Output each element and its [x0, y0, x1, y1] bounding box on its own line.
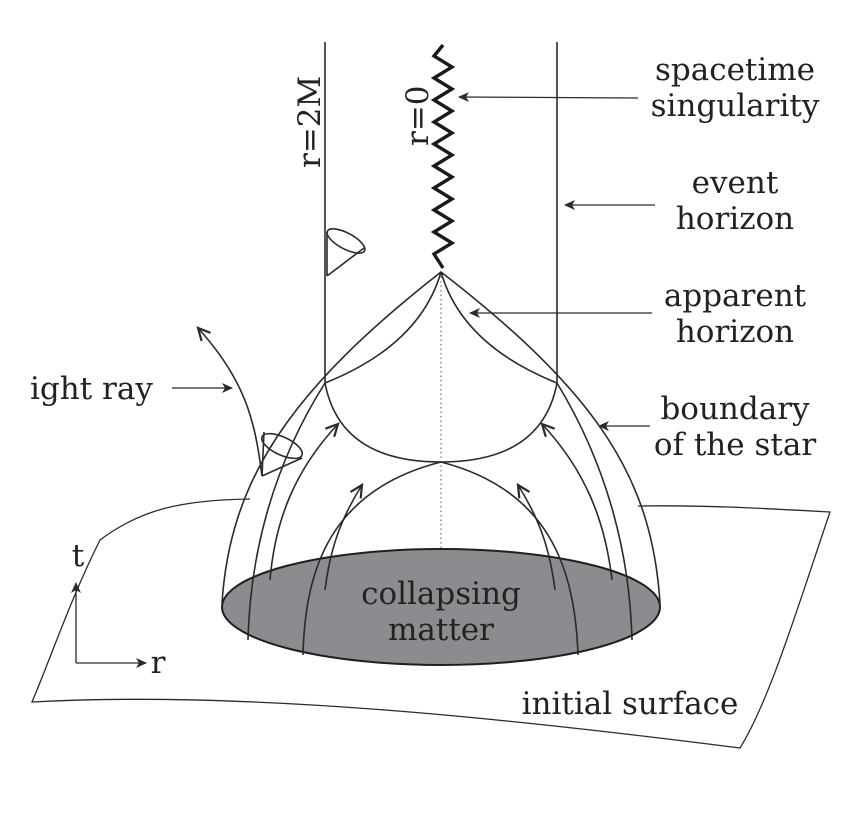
meridian-2: [302, 461, 442, 656]
label-event: event: [692, 165, 779, 201]
label-event-horizon: horizon: [676, 201, 794, 237]
apparent-horizon-left: [324, 271, 442, 384]
label-apparent: apparent: [664, 278, 807, 314]
label-of-the-star: of the star: [654, 427, 816, 463]
label-light-ray: ight ray: [30, 371, 153, 407]
label-initial-surface: initial surface: [522, 686, 739, 722]
meridian-3: [440, 461, 579, 656]
star-boundary: [221, 270, 661, 604]
label-spacetime: spacetime: [655, 52, 815, 88]
light-cone-upper-rim: [326, 228, 366, 254]
collapsing-matter-disk: [221, 548, 661, 666]
infall-arrow-3: [516, 482, 556, 591]
light-ray-curve: [196, 326, 263, 477]
singularity-pointer: [458, 92, 639, 103]
label-r0: r=0: [400, 85, 436, 146]
infall-arrow-1: [269, 422, 340, 581]
apparent-horizon-right: [440, 271, 558, 384]
initial-surface-sheet: [30, 498, 831, 749]
light-cone-lower-rim: [260, 432, 304, 460]
meridian-1: [247, 382, 326, 641]
singularity-zigzag: [430, 43, 456, 269]
meridian-4: [556, 382, 633, 641]
infall-arrow-4: [540, 422, 613, 581]
label-boundary: boundary: [660, 391, 810, 427]
light-cone-upper: [326, 232, 365, 277]
label-collapsing: collapsing: [361, 576, 521, 612]
label-r2m: r=2M: [292, 76, 328, 168]
label-singularity: singularity: [651, 88, 820, 124]
label-axis-r: r: [151, 645, 166, 681]
label-apparent-horizon: horizon: [676, 314, 794, 350]
light-cone-lower: [261, 431, 303, 477]
label-axis-t: t: [72, 538, 85, 574]
infall-arrow-2: [324, 482, 364, 591]
label-matter: matter: [388, 612, 494, 648]
